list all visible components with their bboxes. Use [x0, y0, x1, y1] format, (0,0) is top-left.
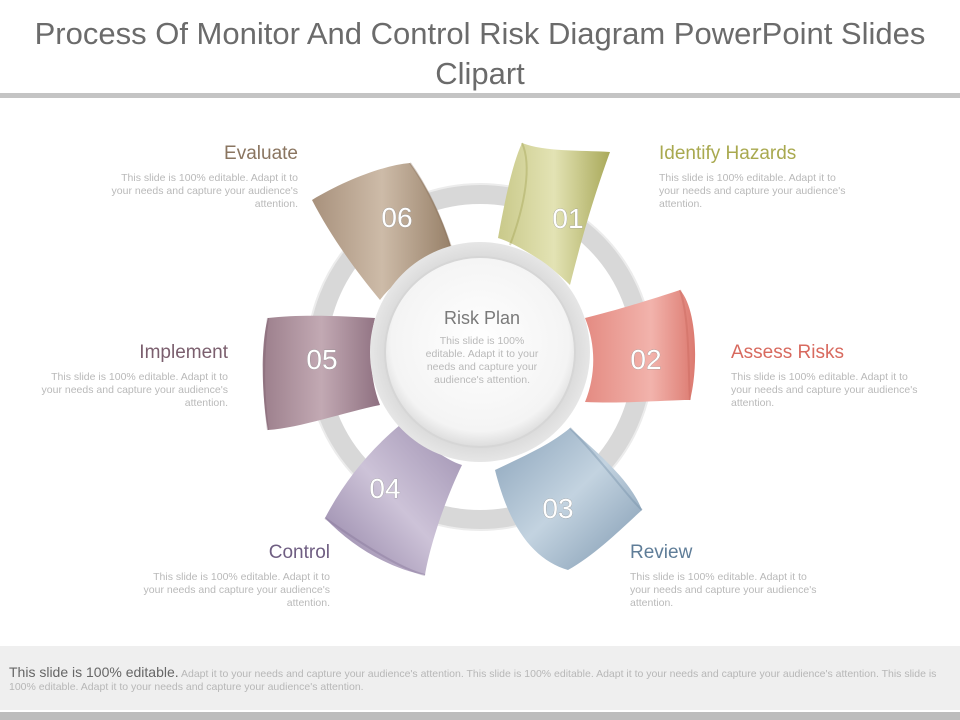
step-title-01: Identify Hazards — [659, 143, 797, 164]
ribbon-04 — [325, 425, 462, 575]
step-number-03: 03 — [542, 493, 573, 524]
step-title-04: Control — [268, 542, 330, 563]
step-title-06: Evaluate — [224, 143, 298, 164]
step-number-05: 05 — [306, 344, 337, 375]
step-desc-01: This slide is 100% editable. Adapt it to… — [659, 172, 846, 210]
step-number-04: 04 — [369, 473, 400, 504]
step-title-02: Assess Risks — [731, 342, 844, 363]
ribbon-01 — [498, 143, 610, 285]
ribbon-03 — [495, 428, 642, 570]
ribbon-05 — [262, 315, 380, 430]
step-desc-04: This slide is 100% editable. Adapt it to… — [143, 571, 330, 609]
footer-divider — [0, 712, 960, 720]
center-title: Risk Plan — [443, 308, 521, 328]
step-desc-03: This slide is 100% editable. Adapt it to… — [630, 571, 817, 609]
step-title-05: Implement — [139, 342, 228, 363]
footer-panel: This slide is 100% editable. Adapt it to… — [0, 646, 960, 710]
step-number-02: 02 — [630, 344, 661, 375]
center-description: This slide is 100% editable. Adapt it to… — [425, 335, 539, 386]
footer-lead: This slide is 100% editable. — [9, 664, 179, 680]
footer-text: This slide is 100% editable. Adapt it to… — [9, 664, 949, 694]
step-title-03: Review — [630, 542, 693, 563]
step-number-01: 01 — [552, 203, 583, 234]
hub-inner — [384, 256, 576, 448]
ribbon-02 — [585, 290, 696, 403]
step-number-06: 06 — [381, 202, 412, 233]
title-divider — [0, 93, 960, 98]
slide-title: Process Of Monitor And Control Risk Diag… — [34, 16, 926, 91]
step-desc-02: This slide is 100% editable. Adapt it to… — [731, 371, 918, 409]
footer-body: Adapt it to your needs and capture your … — [9, 668, 937, 693]
step-desc-05: This slide is 100% editable. Adapt it to… — [41, 371, 228, 409]
step-desc-06: This slide is 100% editable. Adapt it to… — [111, 172, 298, 210]
